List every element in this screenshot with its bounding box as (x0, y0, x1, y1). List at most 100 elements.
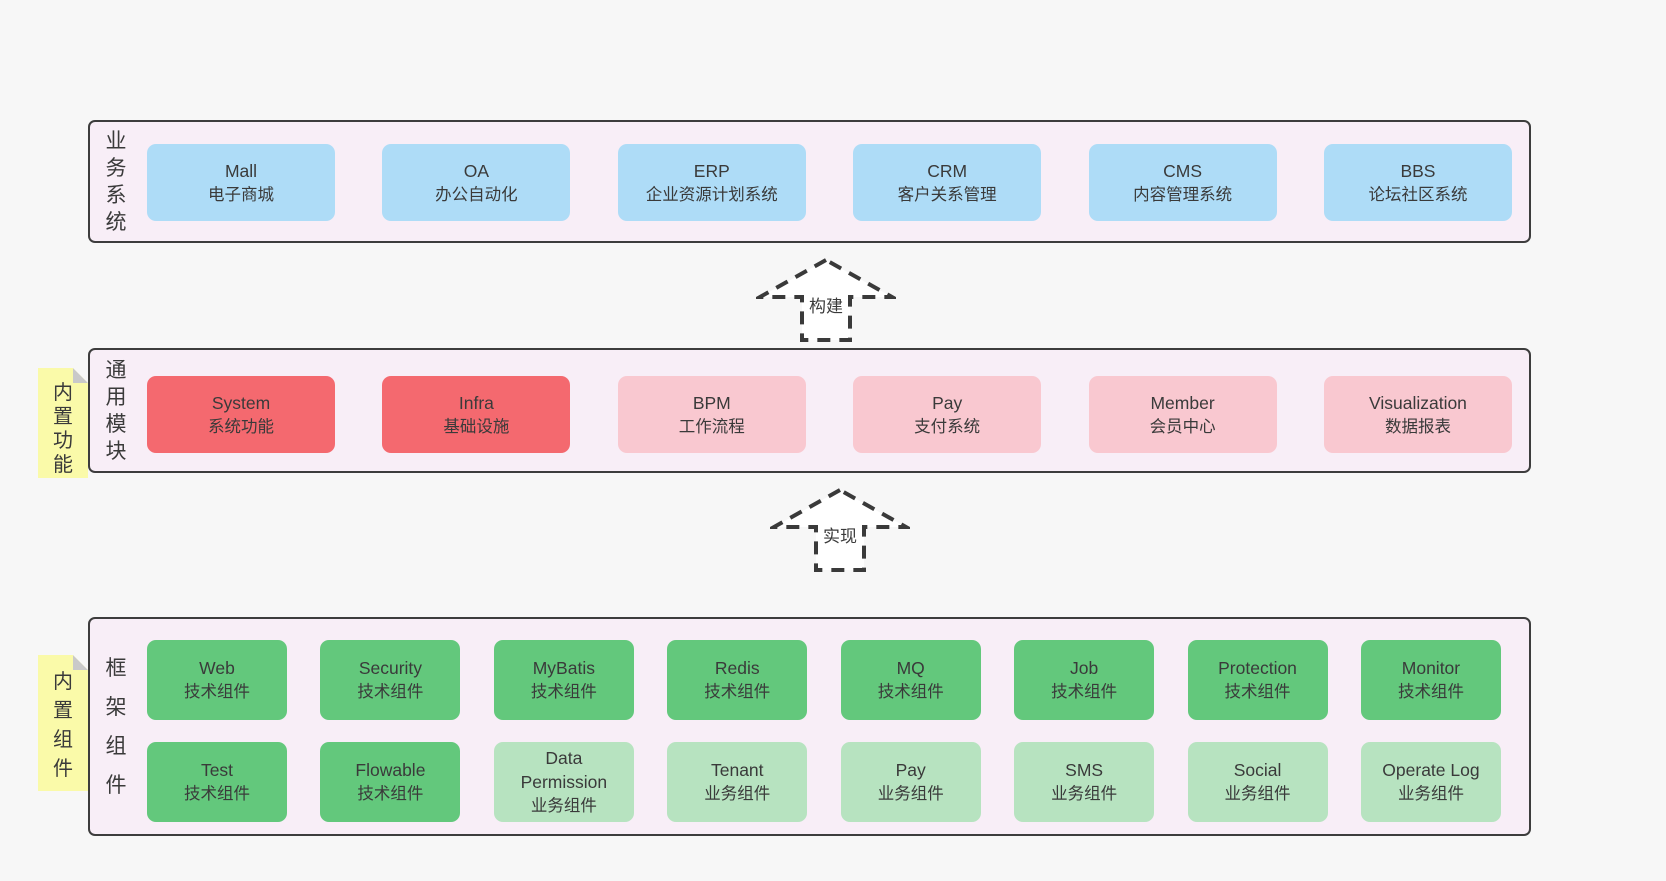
box-mq: MQ 技术组件 (840, 640, 981, 720)
box-subtitle: 内容管理系统 (1133, 185, 1233, 204)
box-title: Pay (932, 392, 963, 413)
box-title: Monitor (1401, 658, 1461, 678)
build-arrow: 构建 (756, 257, 896, 343)
box-subtitle: 技术组件 (184, 785, 250, 803)
build-arrow-label: 构建 (806, 297, 846, 317)
panel-vertical-label: 业务系统 (105, 129, 127, 234)
box-title: BBS (1400, 160, 1436, 181)
box-member: Member 会员中心 (1088, 376, 1277, 453)
box-title: Security (358, 658, 423, 678)
box-title: Job (1070, 658, 1099, 678)
box-subtitle: 技术组件 (1224, 683, 1291, 701)
box-redis: Redis 技术组件 (667, 640, 808, 720)
box-title: BPM (692, 392, 731, 413)
box-cms: CMS 内容管理系统 (1088, 144, 1277, 221)
box-subtitle: 技术组件 (1051, 683, 1118, 701)
box-flowable: Flowable 技术组件 (320, 742, 461, 822)
sticky-note-built-in-components: 内置组件 (38, 655, 88, 791)
box-subtitle: 企业资源计划系统 (645, 185, 778, 204)
box-title: Visualization (1368, 392, 1467, 413)
box-job: Job 技术组件 (1014, 640, 1155, 720)
box-sms: SMS 业务组件 (1014, 742, 1155, 822)
box-subtitle: 技术组件 (704, 683, 771, 701)
box-title: CMS (1163, 160, 1202, 181)
box-title: CRM (927, 160, 968, 181)
implement-arrow: 实现 (770, 487, 910, 573)
box-visualization: Visualization 数据报表 (1323, 376, 1512, 453)
box-subtitle: 技术组件 (357, 785, 424, 803)
box-title: Test (200, 760, 234, 780)
box-pay: Pay 业务组件 (840, 742, 981, 822)
box-title: Tenant (710, 760, 764, 780)
box-title: Web (199, 658, 235, 678)
note-fold-corner-icon (73, 655, 88, 670)
box-title: Data Permission (520, 748, 608, 792)
box-subtitle: 业务组件 (1051, 785, 1118, 803)
note-fold-corner-icon (73, 368, 88, 383)
box-subtitle: 技术组件 (877, 683, 944, 701)
implement-arrow-label: 实现 (820, 527, 860, 547)
box-subtitle: 技术组件 (530, 683, 597, 701)
box-title: Operate Log (1382, 760, 1480, 780)
box-subtitle: 论坛社区系统 (1368, 185, 1468, 204)
box-row: System 系统功能 Infra 基础设施 BPM 工作流程 Pay 支付系统 Member 会… (147, 376, 1512, 453)
box-subtitle: 业务组件 (877, 785, 944, 803)
box-erp: ERP 企业资源计划系统 (617, 144, 806, 221)
box-subtitle: 业务组件 (1224, 785, 1291, 803)
box-subtitle: 业务组件 (530, 797, 597, 815)
box-subtitle: 基础设施 (443, 417, 510, 436)
box-subtitle: 技术组件 (357, 683, 424, 701)
box-tenant: Tenant 业务组件 (667, 742, 808, 822)
panel-common-modules: 通用模块 System 系统功能 Infra 基础设施 BPM 工作流程 Pay 支付系统 Me… (88, 348, 1531, 473)
box-subtitle: 工作流程 (678, 417, 745, 436)
box-title: SMS (1065, 760, 1104, 780)
box-subtitle: 业务组件 (704, 785, 771, 803)
box-title: Infra (458, 392, 494, 413)
box-title: Redis (714, 658, 760, 678)
box-data-permission: Data Permission 业务组件 (493, 742, 634, 822)
box-security: Security 技术组件 (320, 640, 461, 720)
box-subtitle: 支付系统 (914, 417, 981, 436)
box-subtitle: 数据报表 (1384, 417, 1451, 436)
box-title: Flowable (355, 760, 426, 780)
box-subtitle: 系统功能 (208, 417, 274, 436)
box-title: MyBatis (532, 658, 595, 678)
box-title: Social (1233, 760, 1282, 780)
box-subtitle: 会员中心 (1149, 417, 1216, 436)
box-pay: Pay 支付系统 (853, 376, 1042, 453)
box-title: Pay (895, 760, 926, 780)
sticky-note-built-in-features: 内置功能 (38, 368, 88, 478)
box-title: OA (463, 160, 490, 181)
panel-vertical-label: 通用模块 (105, 358, 127, 463)
box-title: MQ (896, 658, 925, 678)
box-subtitle: 业务组件 (1397, 785, 1464, 803)
box-social: Social 业务组件 (1187, 742, 1328, 822)
box-mybatis: MyBatis 技术组件 (493, 640, 634, 720)
note-label: 内置功能 (53, 382, 73, 476)
box-bbs: BBS 论坛社区系统 (1323, 144, 1512, 221)
box-bpm: BPM 工作流程 (617, 376, 806, 453)
box-title: ERP (693, 160, 730, 181)
box-oa: OA 办公自动化 (382, 144, 571, 221)
box-subtitle: 客户关系管理 (897, 185, 997, 204)
box-title: Mall (224, 160, 258, 181)
box-title: System (211, 392, 271, 413)
box-system: System 系统功能 (147, 376, 335, 453)
box-monitor: Monitor 技术组件 (1360, 640, 1501, 720)
box-title: Member (1150, 392, 1215, 413)
box-operate-log: Operate Log 业务组件 (1360, 742, 1501, 822)
box-infra: Infra 基础设施 (382, 376, 571, 453)
panel-vertical-label: 框架组件 (105, 656, 127, 797)
box-crm: CRM 客户关系管理 (853, 144, 1042, 221)
box-subtitle: 办公自动化 (435, 185, 518, 204)
note-label: 内置组件 (53, 671, 73, 780)
box-subtitle: 技术组件 (1397, 683, 1464, 701)
